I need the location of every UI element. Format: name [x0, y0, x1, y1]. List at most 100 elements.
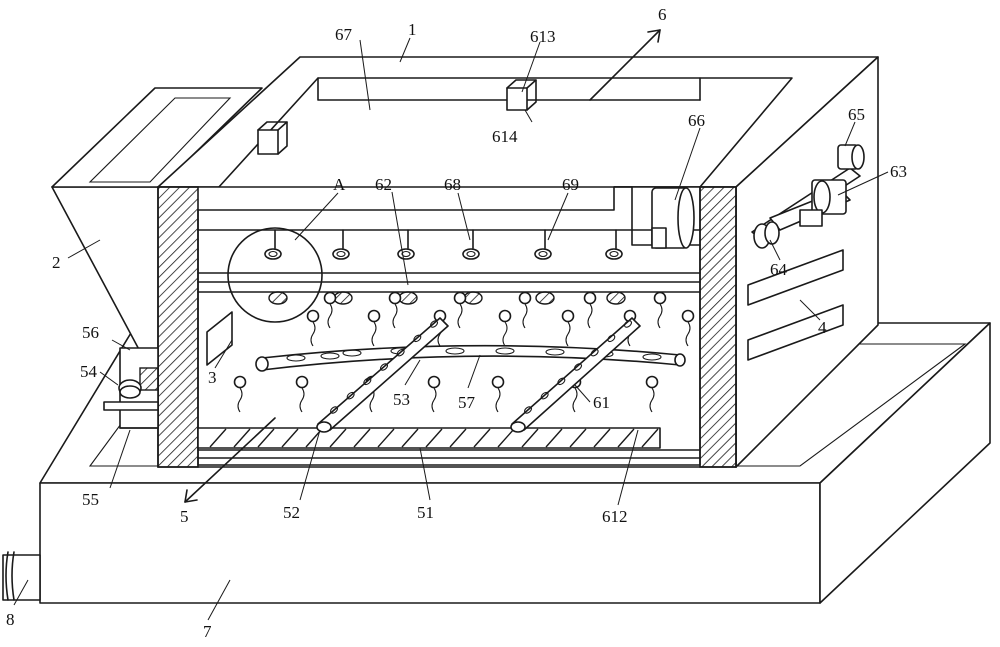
ball [367, 309, 381, 323]
pipe-hole [545, 348, 565, 356]
drive-wheel [651, 187, 695, 249]
tray-hatch-line [617, 428, 635, 448]
nozzle-head [462, 248, 480, 260]
tray-hatch-line [569, 428, 587, 448]
tray-hatch-line [641, 428, 659, 448]
nozzle-hole [401, 250, 411, 258]
branch-hole [329, 406, 339, 414]
branch-hole [573, 363, 583, 371]
pipe-hole [342, 349, 362, 357]
pipe-hole [642, 353, 662, 361]
branch-hole [523, 406, 533, 414]
ball-string [310, 321, 316, 347]
branch-hole [429, 320, 439, 328]
tray-hatch-line [377, 428, 395, 448]
nozzle-hole [336, 250, 346, 258]
filter-tray [197, 427, 701, 459]
nozzle-hole [538, 250, 548, 258]
branch-hole [607, 334, 616, 343]
tray-hatch-line [521, 428, 539, 448]
label-5: 5 [180, 507, 189, 526]
ball [681, 309, 695, 323]
brush-heads [268, 291, 626, 305]
label-57: 57 [458, 393, 476, 412]
ball-string [572, 387, 578, 413]
ball [427, 375, 441, 389]
label-61: 61 [593, 393, 610, 412]
label-612: 612 [602, 507, 628, 526]
label-a: A [333, 175, 346, 194]
side-panel-parts [747, 144, 865, 361]
spray-nozzles [264, 229, 623, 260]
branch-hole [396, 348, 405, 357]
ball-string [565, 321, 571, 347]
branch-hole [346, 391, 355, 400]
label-69: 69 [562, 175, 579, 194]
label-56: 56 [82, 323, 99, 342]
tray-hatch-line [545, 428, 563, 448]
ball-string [587, 303, 593, 329]
label-64: 64 [770, 260, 788, 279]
ball-string [522, 303, 528, 329]
ball-string [327, 303, 333, 329]
direction-arrows [184, 29, 661, 503]
nozzle-hole [466, 250, 476, 258]
ball [518, 291, 532, 305]
ball [583, 291, 597, 305]
pipe-hole [286, 354, 306, 362]
ball [295, 375, 309, 389]
ball [453, 291, 467, 305]
ball-string [299, 387, 305, 413]
tray-hatch-line [401, 428, 419, 448]
leader-lines [13, 37, 889, 621]
tray-hatch-line [257, 428, 275, 448]
label-52: 52 [283, 503, 300, 522]
label-4: 4 [818, 318, 827, 337]
ball-string [657, 303, 663, 329]
tray-hatch-line [281, 428, 299, 448]
tray-hatch-line [233, 428, 251, 448]
label-2: 2 [52, 253, 61, 272]
ball-string [685, 321, 691, 347]
label-614: 614 [492, 127, 518, 146]
detail-circle-a [227, 227, 323, 323]
branch-hole [623, 320, 633, 328]
drain-pipe [2, 551, 41, 601]
branch-hole [590, 348, 599, 357]
ball-string [371, 321, 377, 347]
ball [306, 309, 320, 323]
pipe-hole [445, 347, 465, 355]
ball [491, 375, 505, 389]
spray-pipes [255, 317, 686, 433]
label-62: 62 [375, 175, 392, 194]
label-8: 8 [6, 610, 15, 629]
brush-head [606, 291, 626, 305]
label-63: 63 [890, 162, 907, 181]
tray-hatch-line [353, 428, 371, 448]
label-65: 65 [848, 105, 865, 124]
ball-string [237, 387, 243, 413]
nozzle-head [264, 248, 282, 260]
label-3: 3 [208, 368, 217, 387]
tray-hatch-line [329, 428, 347, 448]
part-labels: 1 67 613 6 614 66 65 63 64 4 A 62 68 69 … [6, 5, 907, 641]
brush-head [333, 291, 353, 305]
tray-hatch-line [209, 428, 227, 448]
ball-string [431, 387, 437, 413]
side-bracket-assembly [103, 347, 159, 429]
ball [323, 291, 337, 305]
sensor-boxes [257, 79, 537, 155]
label-613: 613 [530, 27, 556, 46]
branch-hole [363, 377, 372, 386]
label-67: 67 [335, 25, 353, 44]
branch-hole [379, 363, 389, 371]
label-55: 55 [82, 490, 99, 509]
ball [561, 309, 575, 323]
brush-head [268, 291, 288, 305]
brush-head [535, 291, 555, 305]
ball-string [495, 387, 501, 413]
nozzle-hole [268, 250, 278, 258]
label-1: 1 [408, 20, 417, 39]
